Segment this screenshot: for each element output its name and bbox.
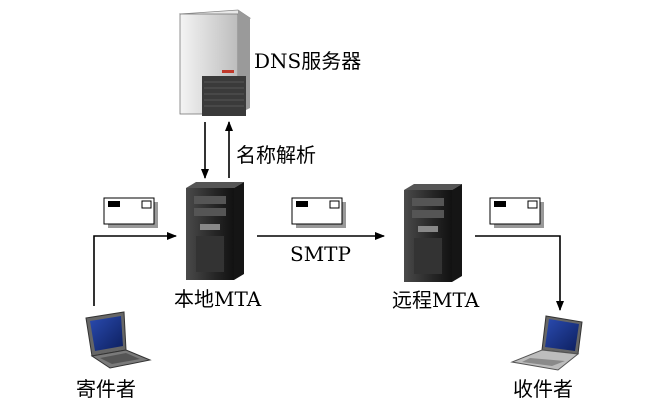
recipient-laptop-icon <box>510 315 583 371</box>
sender-laptop-icon <box>85 311 152 369</box>
remote-mta-to-recipient-arrow <box>475 235 564 311</box>
remote-mta-label: 远程MTA <box>392 288 480 312</box>
dns-server-icon <box>178 9 252 116</box>
name-resolution-label: 名称解析 <box>236 143 316 167</box>
envelope-icon <box>103 197 158 228</box>
smtp-label: SMTP <box>290 242 351 266</box>
envelope-icon <box>291 197 346 228</box>
envelope-icon <box>489 197 544 228</box>
local-mta-label: 本地MTA <box>174 287 262 311</box>
local-mta-server-icon <box>186 182 244 280</box>
recipient-label: 收件者 <box>513 377 573 401</box>
remote-mta-server-icon <box>404 184 462 282</box>
dns-server-label: DNS服务器 <box>254 49 361 73</box>
sender-label: 寄件者 <box>76 377 136 401</box>
sender-to-local-mta-arrow <box>93 232 177 306</box>
